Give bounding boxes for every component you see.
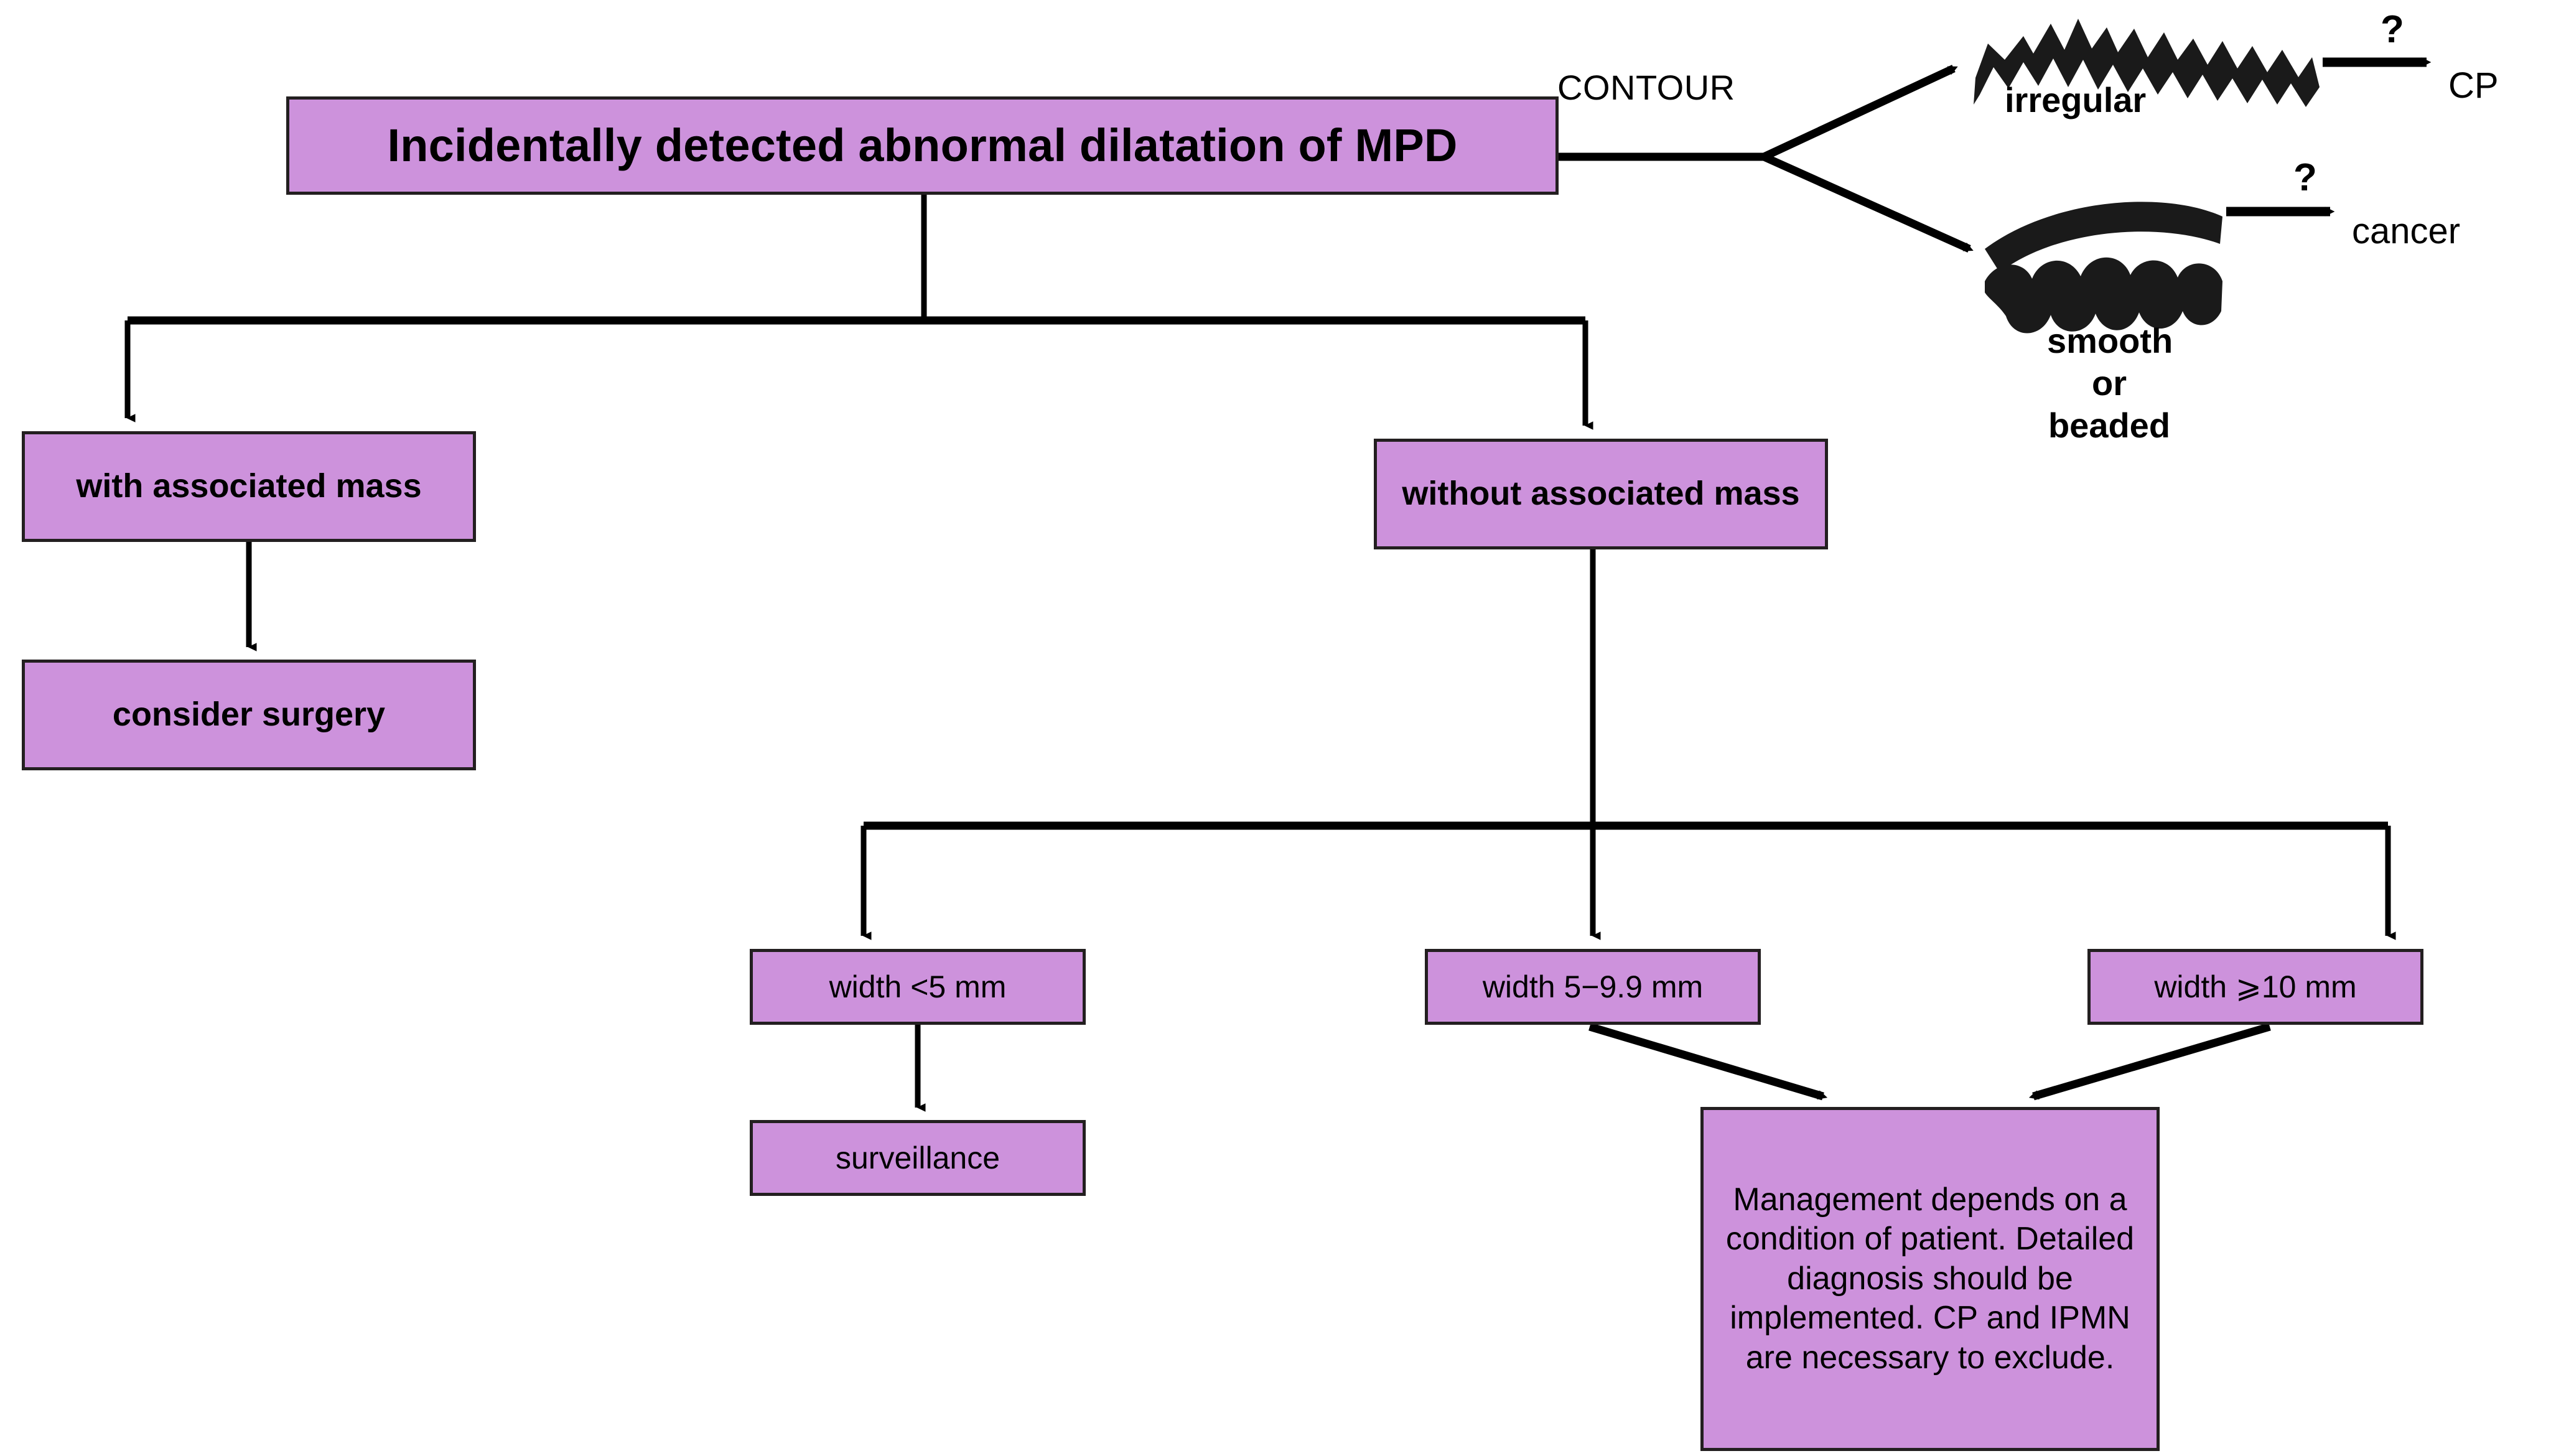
label-beaded: beaded: [2048, 406, 2171, 445]
edge-contour-to-irregular: [1762, 65, 1958, 161]
node-surveillance-label: surveillance: [835, 1140, 1000, 1175]
label-cancer: cancer: [2352, 211, 2461, 251]
node-without-associated-mass[interactable]: without associated mass: [1374, 439, 1828, 549]
label-or: or: [2092, 363, 2127, 403]
node-consider-surgery-label: consider surgery: [112, 696, 386, 734]
edge-width-5-99-to-management: [1588, 1022, 1828, 1101]
node-consider-surgery[interactable]: consider surgery: [22, 660, 476, 770]
node-width-10mm-or-more[interactable]: width ⩾10 mm: [2087, 949, 2423, 1025]
node-with-associated-mass-label: with associated mass: [76, 467, 422, 505]
smooth-beaded-duct-contour-icon: [1985, 202, 2222, 334]
edge-width-ge10-to-management: [2028, 1022, 2271, 1101]
label-contour: CONTOUR: [1557, 68, 1735, 107]
node-without-associated-mass-label: without associated mass: [1402, 475, 1800, 513]
node-root-label: Incidentally detected abnormal dilatatio…: [387, 119, 1458, 172]
node-width-less-than-5mm-label: width <5 mm: [829, 969, 1007, 1004]
node-root[interactable]: Incidentally detected abnormal dilatatio…: [286, 96, 1559, 195]
label-question-mark-smooth: ?: [2293, 156, 2317, 199]
label-question-mark-irregular: ?: [2381, 8, 2404, 51]
node-with-associated-mass[interactable]: with associated mass: [22, 431, 476, 542]
label-smooth: smooth: [2047, 321, 2173, 360]
node-width-5-to-9-9mm-label: width 5−9.9 mm: [1482, 969, 1704, 1004]
node-management-note[interactable]: Management depends on a condition of pat…: [1700, 1107, 2160, 1451]
label-cp: CP: [2448, 65, 2499, 106]
node-width-less-than-5mm[interactable]: width <5 mm: [750, 949, 1086, 1025]
node-surveillance[interactable]: surveillance: [750, 1120, 1086, 1196]
edge-contour-to-smooth-beaded: [1762, 153, 1974, 253]
node-width-5-to-9-9mm[interactable]: width 5−9.9 mm: [1425, 949, 1761, 1025]
label-irregular: irregular: [2005, 80, 2147, 119]
node-width-10mm-or-more-label: width ⩾10 mm: [2154, 969, 2357, 1004]
node-management-note-label: Management depends on a condition of pat…: [1725, 1181, 2135, 1376]
